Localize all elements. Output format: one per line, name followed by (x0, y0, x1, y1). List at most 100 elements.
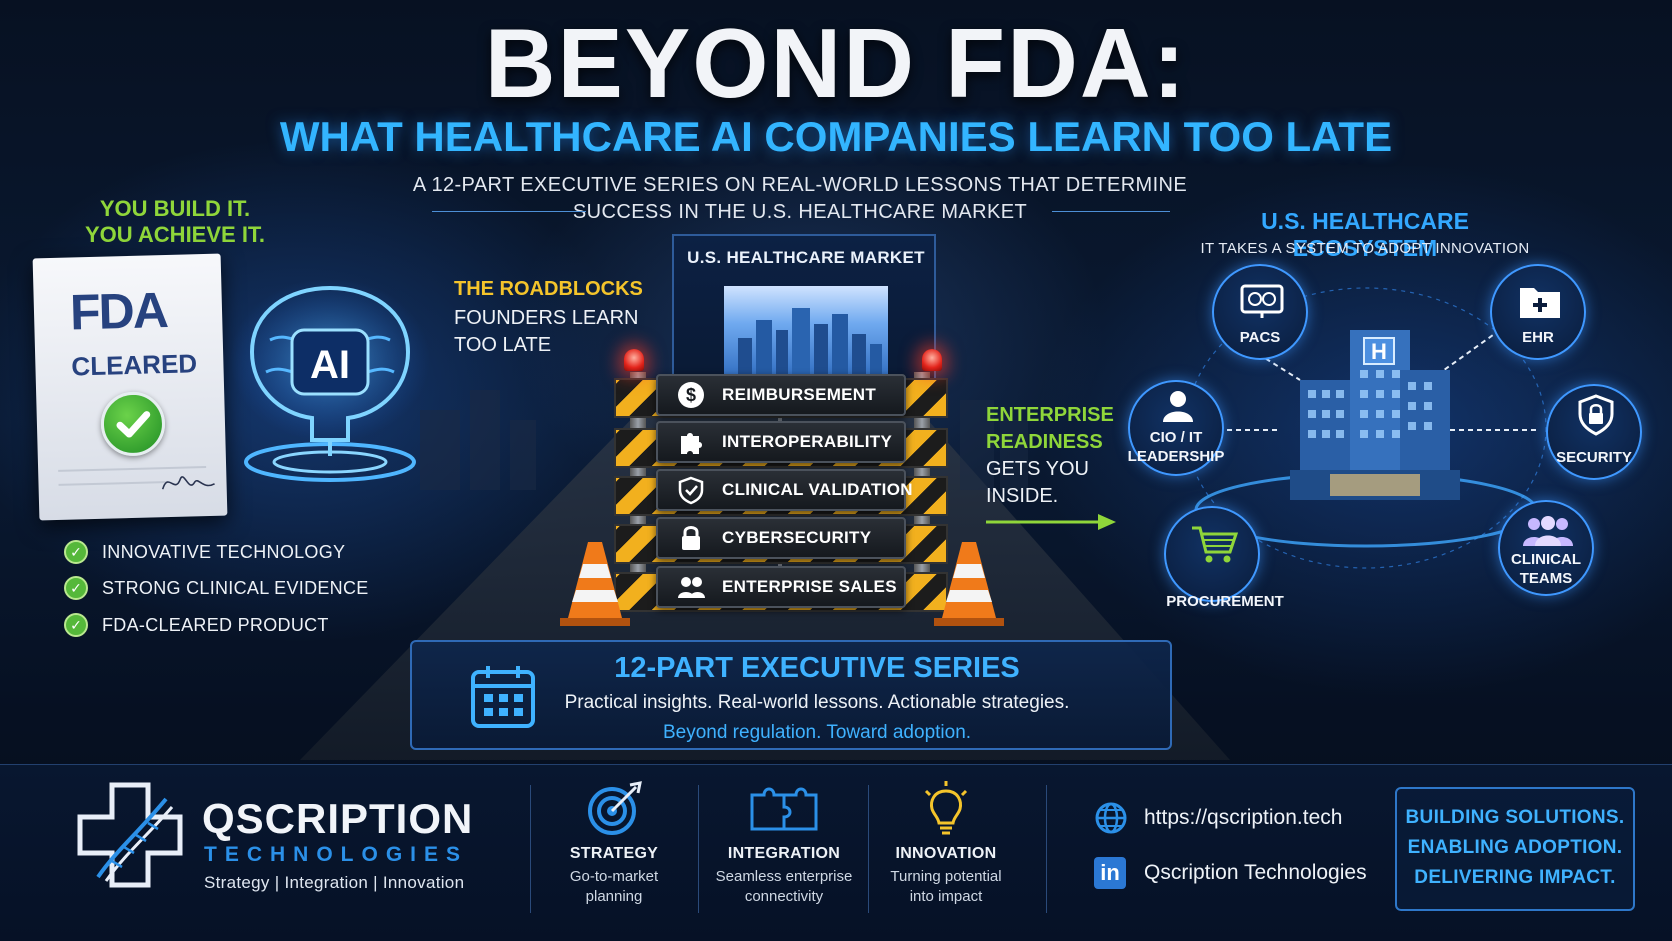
node-label: CLINICAL TEAMS (1494, 550, 1598, 588)
svg-text:$: $ (686, 385, 696, 405)
checklist-item: ✓ INNOVATIVE TECHNOLOGY (64, 538, 345, 566)
ecosystem-title: U.S. HEALTHCARE ECOSYSTEM (1261, 208, 1469, 261)
footer-divider (530, 785, 531, 913)
enterprise-desc-line-1: GETS YOU (986, 458, 1089, 480)
roadblocks-description: FOUNDERS LEARN TOO LATE (454, 305, 644, 359)
roadblock-label: ENTERPRISE SALES (722, 577, 897, 596)
node-label-line-1: CLINICAL (1511, 551, 1581, 568)
tagline-line-1: A 12-PART EXECUTIVE SERIES ON REAL-WORLD… (412, 174, 1188, 196)
footer-divider (698, 785, 699, 913)
roadblocks-desc-line-1: FOUNDERS LEARN (454, 307, 639, 329)
roadblock-sign: $ REIMBURSEMENT (656, 374, 906, 416)
page-subtitle: WHAT HEALTHCARE AI COMPANIES LEARN TOO L… (279, 113, 1393, 160)
pillar-title: INNOVATION (895, 845, 997, 862)
hospital-building-icon: H (1290, 330, 1460, 500)
roadblock-sign: CLINICAL VALIDATION (656, 469, 913, 511)
puzzle-icon (750, 787, 818, 831)
market-title: U.S. HEALTHCARE MARKET (687, 248, 925, 267)
roadblock-label: CYBERSECURITY (722, 528, 872, 547)
series-slogan: Beyond regulation. Toward adoption. (662, 722, 972, 743)
tagline-rule-left (432, 211, 586, 212)
ecosystem-subtitle: IT TAKES A SYSTEM TO ADOPT INNOVATION (1200, 240, 1530, 257)
enterprise-label-line-1: ENTERPRISE (986, 404, 1114, 426)
check-badge-icon (100, 391, 166, 457)
calendar-icon (471, 666, 535, 728)
node-label: PACS (1239, 329, 1281, 346)
pillar-description: Turning potential into impact (866, 867, 1026, 907)
shield-check-icon (676, 475, 706, 505)
left-heading: YOU BUILD IT. YOU ACHIEVE IT. (70, 196, 280, 248)
ecosystem-node-ehr: EHR (1490, 264, 1586, 360)
checklist-item: ✓ FDA-CLEARED PRODUCT (64, 611, 329, 639)
left-heading-line-1: YOU BUILD IT. (99, 196, 251, 221)
ecosystem-node-clinical-teams: CLINICAL TEAMS (1498, 500, 1594, 596)
enterprise-label-line-2: READINESS (986, 431, 1103, 453)
node-label-line-2: TEAMS (1519, 570, 1573, 587)
left-heading-line-2: YOU ACHIEVE IT. (84, 222, 266, 247)
check-icon: ✓ (64, 613, 88, 637)
series-tagline: A 12-PART EXECUTIVE SERIES ON REAL-WORLD… (380, 172, 1220, 226)
pillar-desc-line-1: Turning potential (890, 868, 1002, 885)
pillar-title: STRATEGY (569, 845, 659, 862)
node-label: EHR (1522, 329, 1554, 346)
puzzle-icon (676, 427, 706, 457)
ecosystem-node-procurement (1164, 506, 1260, 602)
monitor-icon (1240, 284, 1284, 318)
ecosystem-node-pacs: PACS (1212, 264, 1308, 360)
pillar-title: INTEGRATION (727, 845, 841, 862)
node-label-line-1: CIO / IT (1149, 429, 1203, 446)
target-icon (588, 781, 642, 835)
roadblocks-desc-line-2: TOO LATE (454, 334, 552, 356)
roadblock-sign: INTEROPERABILITY (656, 421, 906, 463)
hospital-letter: H (1371, 339, 1387, 364)
dollar-icon: $ (676, 380, 706, 410)
page-title: BEYOND FDA: (484, 8, 1188, 118)
enterprise-desc-line-2: INSIDE. (986, 485, 1059, 507)
slogan-line: ENABLING ADOPTION. (1407, 837, 1623, 858)
brand-name: QSCRIPTION (202, 795, 474, 842)
pillar-desc-line-2: into impact (909, 888, 983, 905)
series-description: Practical insights. Real-world lessons. … (564, 692, 1070, 713)
warning-light-icon (624, 349, 644, 371)
linkedin-name[interactable]: Qscription Technologies (1144, 861, 1367, 884)
medical-folder-icon (1520, 288, 1560, 318)
fda-certificate: FDA CLEARED (32, 253, 228, 521)
roadblock-sign: ENTERPRISE SALES (656, 566, 906, 608)
pillar-innovation: INNOVATION Turning potential into impact (866, 781, 1026, 907)
roadblocks-label: THE ROADBLOCKS (454, 278, 643, 300)
node-label: CIO / IT LEADERSHIP (1118, 428, 1234, 466)
website-url[interactable]: https://qscription.tech (1144, 806, 1343, 829)
ecosystem-node-security: SECURITY (1546, 384, 1642, 480)
globe-icon (1095, 802, 1127, 834)
pillar-desc-line-2: planning (585, 888, 643, 905)
website-link[interactable]: https://qscription.tech (1094, 801, 1342, 835)
team-icon (1523, 516, 1573, 546)
city-skyline-icon (724, 286, 888, 380)
node-label: SECURITY (1556, 449, 1632, 466)
ecosystem-node-cio: CIO / IT LEADERSHIP (1128, 380, 1224, 476)
pillar-desc-line-1: Seamless enterprise (715, 868, 853, 885)
people-icon (676, 572, 706, 602)
signature-icon (161, 476, 215, 490)
arrow-right-icon (986, 514, 1116, 530)
enterprise-description: GETS YOU INSIDE. (986, 456, 1116, 510)
warning-light-icon (922, 349, 942, 371)
brand-tagline: Strategy | Integration | Innovation (204, 873, 465, 892)
cart-icon (1192, 526, 1238, 563)
roadblock-sign: CYBERSECURITY (656, 517, 906, 559)
procurement-label: PROCUREMENT (1166, 593, 1284, 610)
traffic-cone-icon (934, 542, 1004, 626)
checklist-item-label: STRONG CLINICAL EVIDENCE (102, 577, 369, 598)
lock-icon (676, 523, 706, 553)
fda-cleared-label: CLEARED (71, 348, 198, 382)
tagline-line-2: SUCCESS IN THE U.S. HEALTHCARE MARKET (572, 201, 1028, 223)
slogan-box: BUILDING SOLUTIONS. ENABLING ADOPTION. D… (1395, 787, 1635, 911)
lightbulb-icon (924, 781, 968, 835)
series-banner: 12-PART EXECUTIVE SERIES Practical insig… (410, 640, 1172, 750)
market-gate: U.S. HEALTHCARE MARKET (672, 234, 936, 382)
fda-logo: FDA (69, 282, 168, 341)
linkedin-link[interactable]: in Qscription Technologies (1094, 857, 1367, 889)
pillar-strategy: STRATEGY Go-to-market planning (534, 781, 694, 907)
enterprise-readiness-label: ENTERPRISE READINESS (986, 402, 1114, 456)
